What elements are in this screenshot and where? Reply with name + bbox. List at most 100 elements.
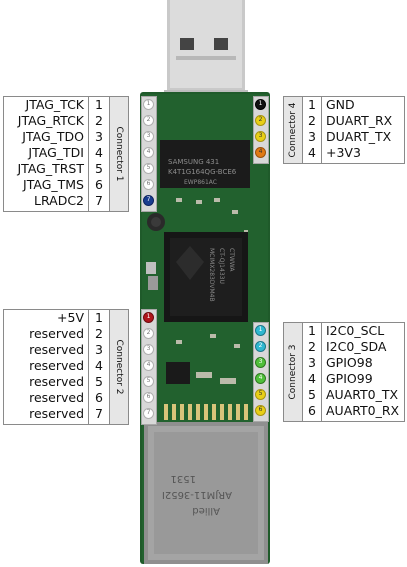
connector-2-numbers: 1 2 3 4 5 6 7 <box>89 310 110 424</box>
connector-2-pin-7-num: 7 <box>95 406 103 421</box>
connector-2-pin-6: 6 <box>143 392 154 403</box>
connector-1-pin-7-num: 7 <box>95 193 103 208</box>
connector-2-pin-4-num: 4 <box>95 358 103 373</box>
connector-4-pin-4-name: +3V3 <box>326 145 361 160</box>
connector-4-pin-1-name: GND <box>326 97 355 112</box>
connector-2-pin-2: 2 <box>143 328 154 339</box>
connector-3-pin-2-name: I2C0_SDA <box>326 339 387 354</box>
connector-2-pin-7: 7 <box>143 408 154 419</box>
connector-3-pin-6-num: 6 <box>308 403 316 418</box>
connector-4-pin-2: 2 <box>255 115 266 126</box>
connector-1-pin-3: 3 <box>143 131 154 142</box>
connector-4-pin-4-num: 4 <box>308 145 316 160</box>
connector-4-pin-2-name: DUART_RX <box>326 113 393 128</box>
connector-2-pin-3-num: 3 <box>95 342 103 357</box>
cpu-chip: MCIMX283DVM4B CT-QJ1433U CTWWA <box>164 232 248 322</box>
connector-1-pin-7: 7 <box>143 195 154 206</box>
connector-3-pin-4-name: GPIO99 <box>326 371 373 386</box>
svg-text:ARJM11-3652I: ARJM11-3652I <box>162 489 232 500</box>
connector-1-pin-4: 4 <box>143 147 154 158</box>
connector-3-pin-6: 6 <box>255 405 266 416</box>
connector-1-names: JTAG_TCK JTAG_RTCK JTAG_TDO JTAG_TDI JTA… <box>4 97 89 211</box>
connector-2-names: +5V reserved reserved reserved reserved … <box>4 310 89 424</box>
connector-3-pin-1-num: 1 <box>308 323 316 338</box>
connector-4-pin-4: 4 <box>255 147 266 158</box>
svg-text:Allied: Allied <box>192 505 220 516</box>
connector-4-pin-2-num: 2 <box>308 113 316 128</box>
connector-1-pin-2: 2 <box>143 115 154 126</box>
connector-2-pin-7-name: reserved <box>29 406 84 421</box>
ram-chip: SAMSUNG 431 K4T1G164QG-BCE6 EWP861AC <box>160 140 250 188</box>
connector-3-pin-3: 3 <box>255 357 266 368</box>
connector-3-table: Connector 3 1 2 3 4 5 6 I2C0_SCL I2C0_SD… <box>283 322 405 422</box>
connector-3-pin-2: 2 <box>255 341 266 352</box>
connector-4-pin-3-name: DUART_TX <box>326 129 392 144</box>
connector-1-pin-1: 1 <box>143 99 154 110</box>
svg-text:1531: 1531 <box>171 473 196 484</box>
connector-2-pin-6-name: reserved <box>29 390 84 405</box>
connector-1-table: JTAG_TCK JTAG_RTCK JTAG_TDO JTAG_TDI JTA… <box>3 96 129 212</box>
connector-1-pin-2-num: 2 <box>95 113 103 128</box>
connector-3-pin-4: 4 <box>255 373 266 384</box>
connector-4-numbers: 1 2 3 4 <box>302 97 322 163</box>
connector-4-table: Connector 4 1 2 3 4 GND DUART_RX DUART_T… <box>283 96 405 164</box>
connector-1-pin-5-num: 5 <box>95 161 103 176</box>
connector-2-pin-5-name: reserved <box>29 374 84 389</box>
connector-1-pin-6: 6 <box>143 179 154 190</box>
connector-1-pin-4-name: JTAG_TDI <box>28 145 84 160</box>
connector-1-numbers: 1 2 3 4 5 6 7 <box>89 97 110 211</box>
connector-3-numbers: 1 2 3 4 5 6 <box>302 323 322 421</box>
connector-1-pin-1-name: JTAG_TCK <box>25 97 84 112</box>
connector-2-pin-4-name: reserved <box>29 358 84 373</box>
connector-3-pin-3-name: GPIO98 <box>326 355 373 370</box>
connector-1-label: Connector 1 <box>110 97 128 211</box>
connector-2-pin-5: 5 <box>143 376 154 387</box>
connector-1-pin-4-num: 4 <box>95 145 103 160</box>
connector-3-pin-2-num: 2 <box>308 339 316 354</box>
connector-3-pin-6-name: AUART0_RX <box>326 403 400 418</box>
connector-2-label: Connector 2 <box>110 310 128 424</box>
connector-2-pin-1-num: 1 <box>95 310 103 325</box>
connector-1-pin-6-name: JTAG_TMS <box>23 177 84 192</box>
connector-2-pin-4: 4 <box>143 360 154 371</box>
svg-text:CT-QJ1433U: CT-QJ1433U <box>218 248 225 284</box>
connector-1-label-text: Connector 1 <box>114 126 124 182</box>
svg-text:CTWWA: CTWWA <box>228 248 235 272</box>
connector-3-pin-3-num: 3 <box>308 355 316 370</box>
connector-4-label: Connector 4 <box>284 97 302 163</box>
connector-2-pin-6-num: 6 <box>95 390 103 405</box>
connector-4-pin-3-num: 3 <box>308 129 316 144</box>
ethernet-jack: 1531 ARJM11-3652I Allied <box>144 422 268 564</box>
connector-4-pin-3: 3 <box>255 131 266 142</box>
connector-3-pin-1: 1 <box>255 325 266 336</box>
connector-1-pin-3-num: 3 <box>95 129 103 144</box>
connector-1-pin-5: 5 <box>143 163 154 174</box>
connector-2-pin-2-num: 2 <box>95 326 103 341</box>
connector-2-pin-1-name: +5V <box>57 310 84 325</box>
connector-3-pin-4-num: 4 <box>308 371 316 386</box>
svg-text:MCIMX283DVM4B: MCIMX283DVM4B <box>208 248 215 302</box>
connector-2-pin-3-name: reserved <box>29 342 84 357</box>
svg-text:SAMSUNG 431: SAMSUNG 431 <box>168 158 219 166</box>
connector-2-pin-5-num: 5 <box>95 374 103 389</box>
connector-1-pin-2-name: JTAG_RTCK <box>17 113 84 128</box>
connector-2-table: +5V reserved reserved reserved reserved … <box>3 309 129 425</box>
connector-4-label-text: Connector 4 <box>288 102 298 158</box>
connector-3-label-text: Connector 3 <box>288 344 298 400</box>
connector-1-pin-6-num: 6 <box>95 177 103 192</box>
connector-1-pin-5-name: JTAG_TRST <box>17 161 84 176</box>
connector-2-pin-3: 3 <box>143 344 154 355</box>
connector-3-pin-1-name: I2C0_SCL <box>326 323 385 338</box>
connector-3-names: I2C0_SCL I2C0_SDA GPIO98 GPIO99 AUART0_T… <box>322 323 404 421</box>
connector-2-pin-1: 1 <box>143 312 154 323</box>
svg-text:K4T1G164QG-BCE6: K4T1G164QG-BCE6 <box>168 168 237 176</box>
connector-1-pin-7-name: LRADC2 <box>34 193 84 208</box>
svg-text:EWP861AC: EWP861AC <box>184 179 217 186</box>
connector-4-pin-1-num: 1 <box>308 97 316 112</box>
connector-1-pin-3-name: JTAG_TDO <box>22 129 84 144</box>
connector-2-label-text: Connector 2 <box>114 339 124 395</box>
connector-3-label: Connector 3 <box>284 323 302 421</box>
connector-4-pin-1: 1 <box>255 99 266 110</box>
connector-3-pin-5-num: 5 <box>308 387 316 402</box>
